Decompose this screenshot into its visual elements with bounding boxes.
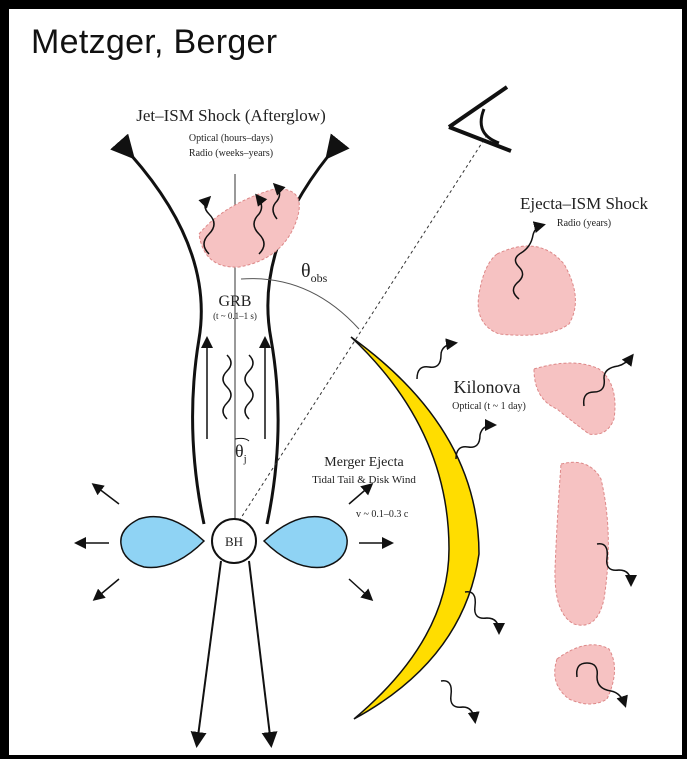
label-theta-j: θj <box>235 441 247 465</box>
ejecta-shock-region-4 <box>555 645 615 704</box>
label-theta-obs: θobs <box>301 260 328 285</box>
slide: Metzger, Berger <box>9 9 682 755</box>
disk-lobe-right <box>264 517 347 568</box>
label-jet-optical: Optical (hours–days) <box>189 133 273 144</box>
grb-wiggle-1 <box>223 355 231 419</box>
theta-obs-arc <box>241 279 359 329</box>
grb-wiggle-2 <box>245 355 253 419</box>
ejecta-shock-region-1 <box>478 246 575 335</box>
wind-arrow-right-up <box>349 485 371 504</box>
label-bh: BH <box>225 534 243 549</box>
label-jet-shock: Jet–ISM Shock (Afterglow) <box>136 106 326 125</box>
kilonova-photon-3 <box>465 592 499 632</box>
kilonova-photon-4 <box>441 681 475 721</box>
label-kilonova: Kilonova <box>454 377 521 397</box>
afterglow-shock-region <box>199 189 299 267</box>
label-kilonova-optical: Optical (t ~ 1 day) <box>452 401 526 412</box>
wind-arrow-left-up <box>94 485 119 504</box>
wind-arrow-left-down <box>95 579 119 599</box>
label-jet-radio: Radio (weeks–years) <box>189 148 273 159</box>
kilonova-photon-2 <box>456 425 494 459</box>
ejecta-shock-region-2 <box>534 363 615 434</box>
disk-lobe-left <box>121 517 204 568</box>
jet-wall-left <box>131 155 204 524</box>
wind-arrow-right-down <box>349 579 371 599</box>
label-ejecta-radio: Radio (years) <box>557 218 611 229</box>
counter-jet-left <box>197 561 221 744</box>
label-merger-ejecta: Merger Ejecta <box>324 455 404 470</box>
label-velocity: v ~ 0.1–0.3 c <box>356 509 409 520</box>
counter-jet-right <box>249 561 271 744</box>
kilonova-photon-1 <box>417 343 455 379</box>
label-merger-sub: Tidal Tail & Disk Wind <box>312 474 416 486</box>
label-grb-time: (t ~ 0.1–1 s) <box>213 311 257 321</box>
label-grb: GRB <box>219 293 252 310</box>
observer-eye-icon <box>449 87 511 151</box>
merger-diagram: Jet–ISM Shock (Afterglow) Optical (hours… <box>9 9 682 755</box>
label-ejecta-ism: Ejecta–ISM Shock <box>520 194 648 213</box>
